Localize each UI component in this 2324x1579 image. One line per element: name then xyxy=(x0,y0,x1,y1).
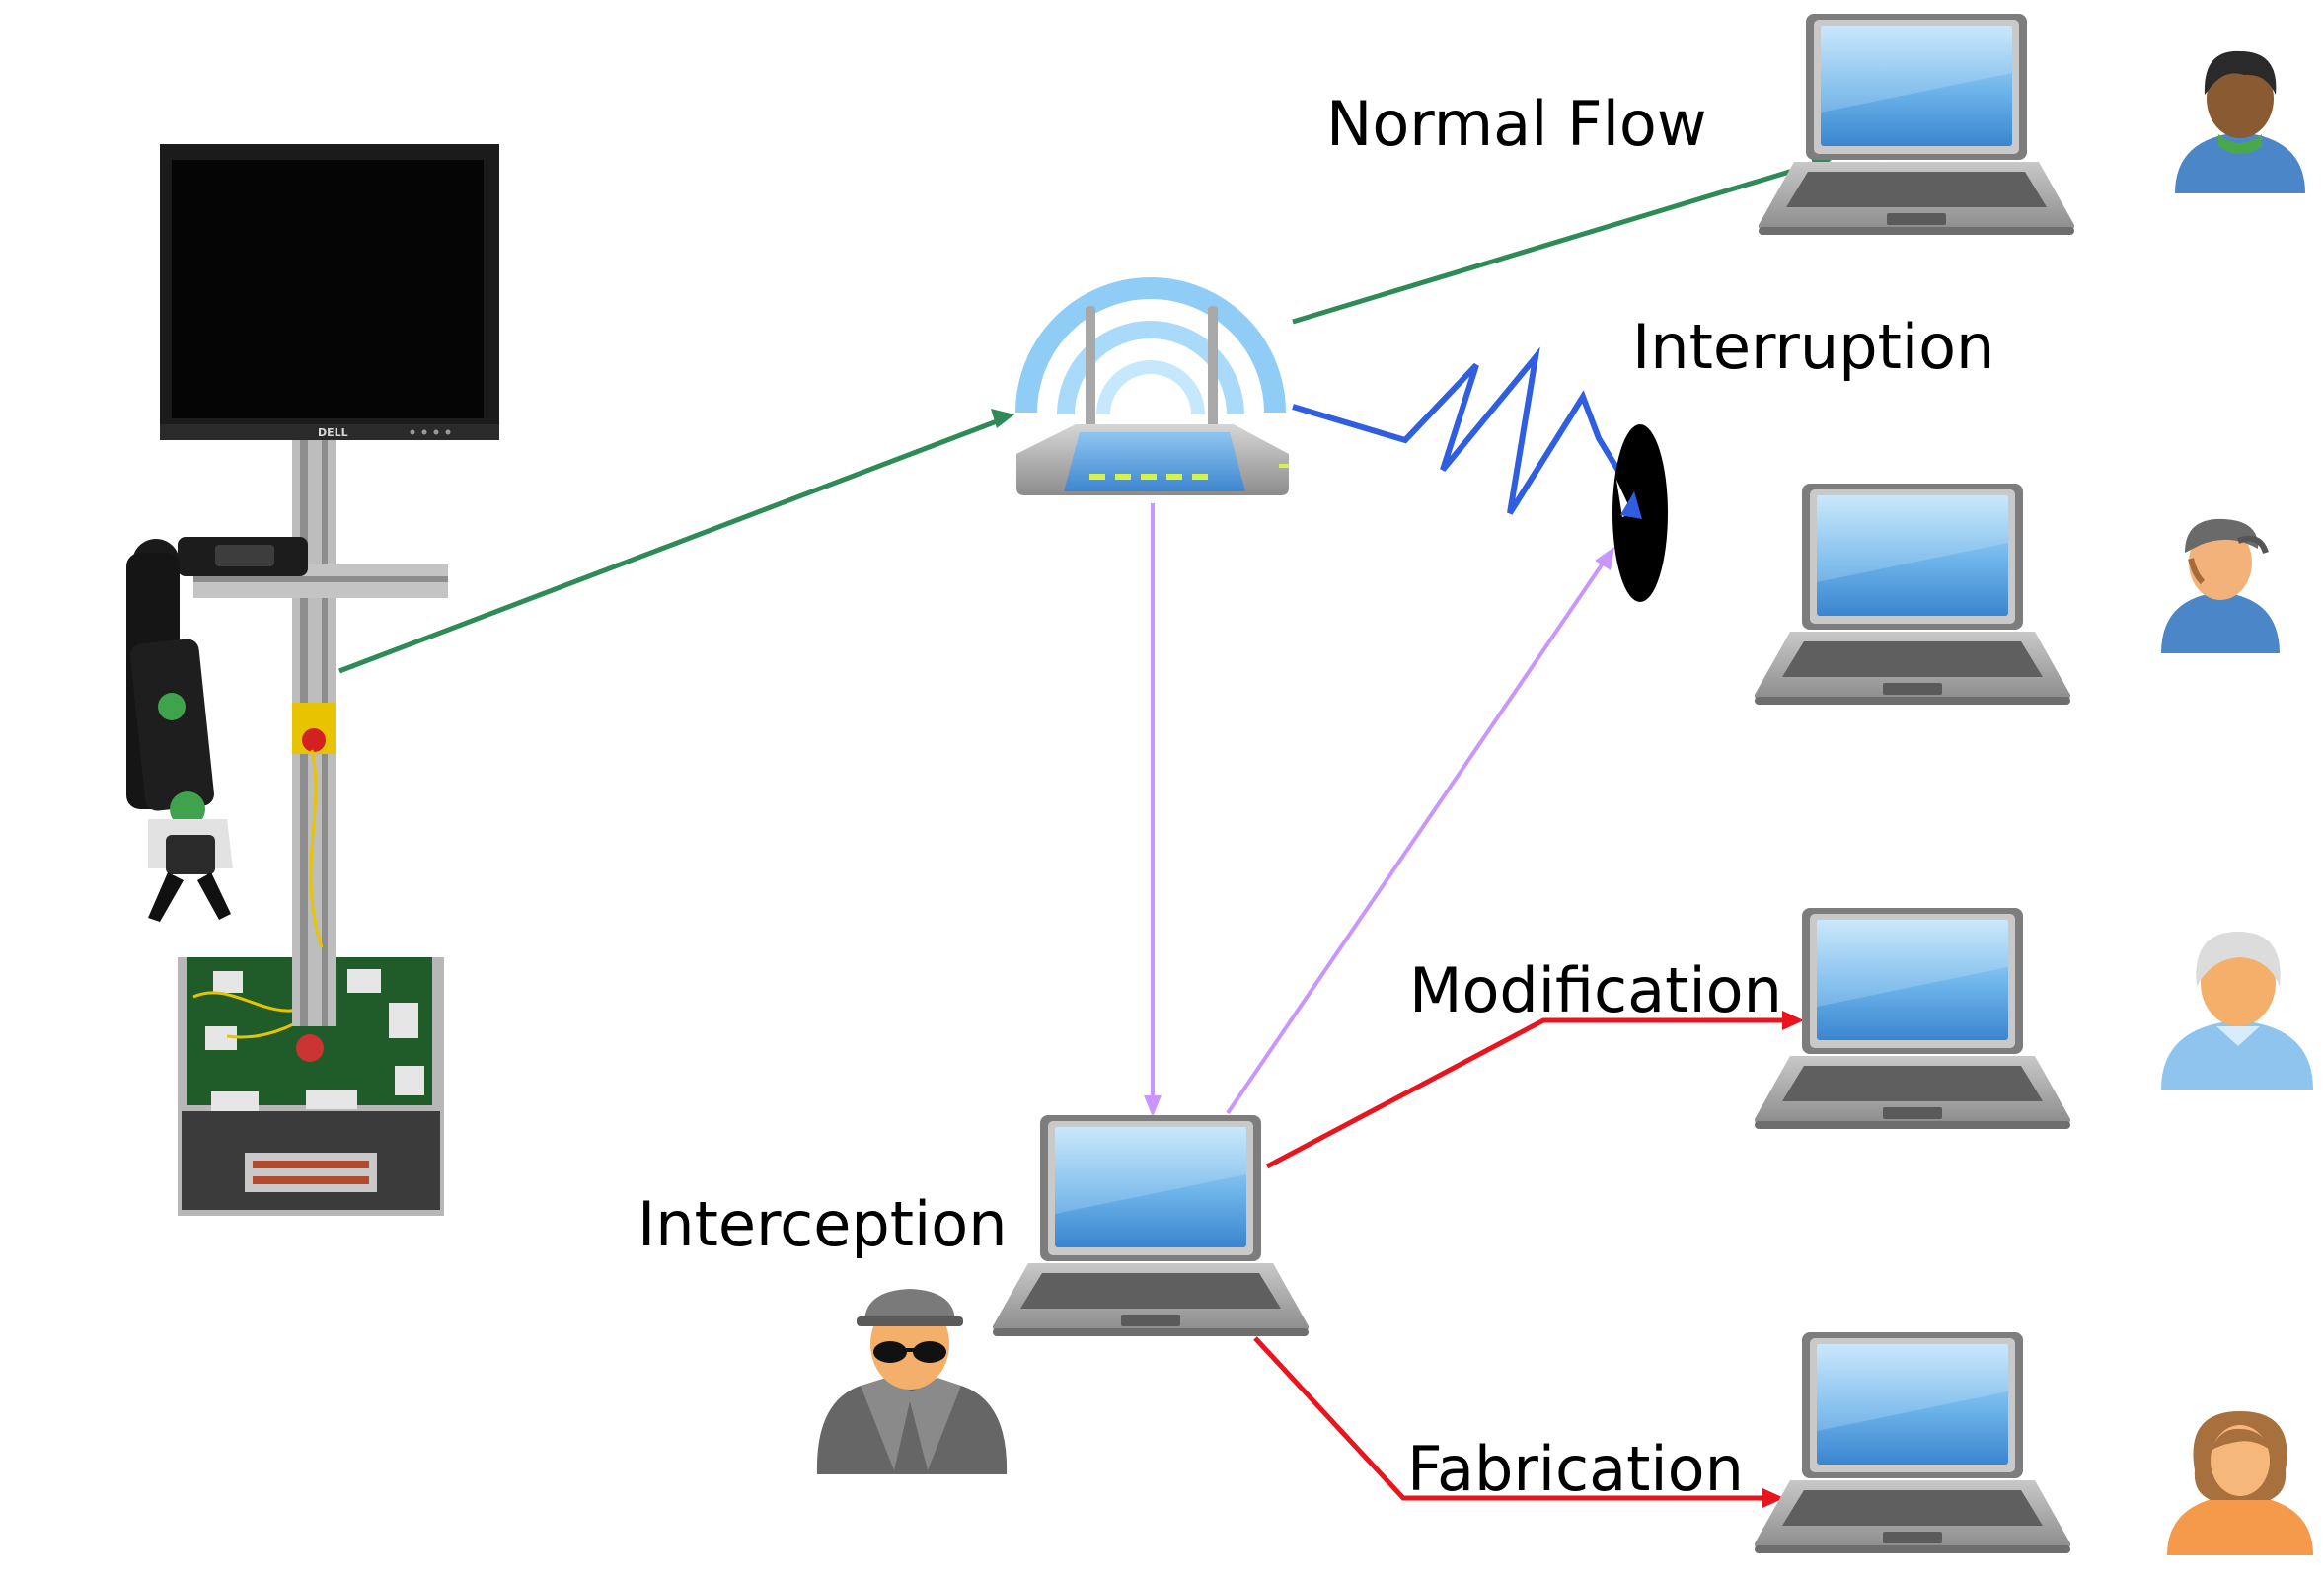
wireless-router-icon xyxy=(1015,277,1289,495)
arrowhead-router-to-interceptor xyxy=(1144,1095,1162,1117)
laptop-interceptor xyxy=(993,1115,1309,1336)
user-female-icon xyxy=(2167,1411,2313,1555)
arrowhead-interceptor-to-blocker xyxy=(1595,547,1614,570)
label-fabrication: Fabrication xyxy=(1407,1433,1744,1505)
black-ellipse-icon xyxy=(1612,424,1668,602)
arrowhead-source-to-router xyxy=(991,409,1014,428)
label-normal-flow: Normal Flow xyxy=(1326,88,1707,160)
spy-icon xyxy=(816,1289,1008,1474)
user-gray-hair-icon xyxy=(2161,932,2313,1090)
label-interception: Interception xyxy=(637,1188,1008,1260)
arrowhead-modification xyxy=(1782,1011,1804,1030)
laptop-user3 xyxy=(1755,908,2070,1129)
arrow-router-to-user1 xyxy=(1292,161,1817,325)
arrow-interceptor-to-blocker xyxy=(1226,559,1607,1115)
connections xyxy=(338,154,1834,1508)
laptop-user4 xyxy=(1755,1332,2070,1553)
label-interruption: Interruption xyxy=(1632,311,1994,383)
monitor-brand: DELL xyxy=(318,426,348,439)
robot-workstation: DELL xyxy=(126,144,499,1216)
label-modification: Modification xyxy=(1409,954,1782,1026)
arrowhead-fabrication xyxy=(1762,1488,1784,1508)
user-cap-icon xyxy=(2161,518,2280,653)
user-dark-hair-icon xyxy=(2175,50,2305,193)
laptop-user1 xyxy=(1759,14,2074,235)
arrow-source-to-router xyxy=(338,418,998,674)
laptop-user2 xyxy=(1755,484,2070,705)
arrow-modification xyxy=(1265,1017,1786,1169)
arrow-interruption-zigzag xyxy=(1292,346,1635,515)
arrow-fabrication xyxy=(1253,1336,1766,1501)
